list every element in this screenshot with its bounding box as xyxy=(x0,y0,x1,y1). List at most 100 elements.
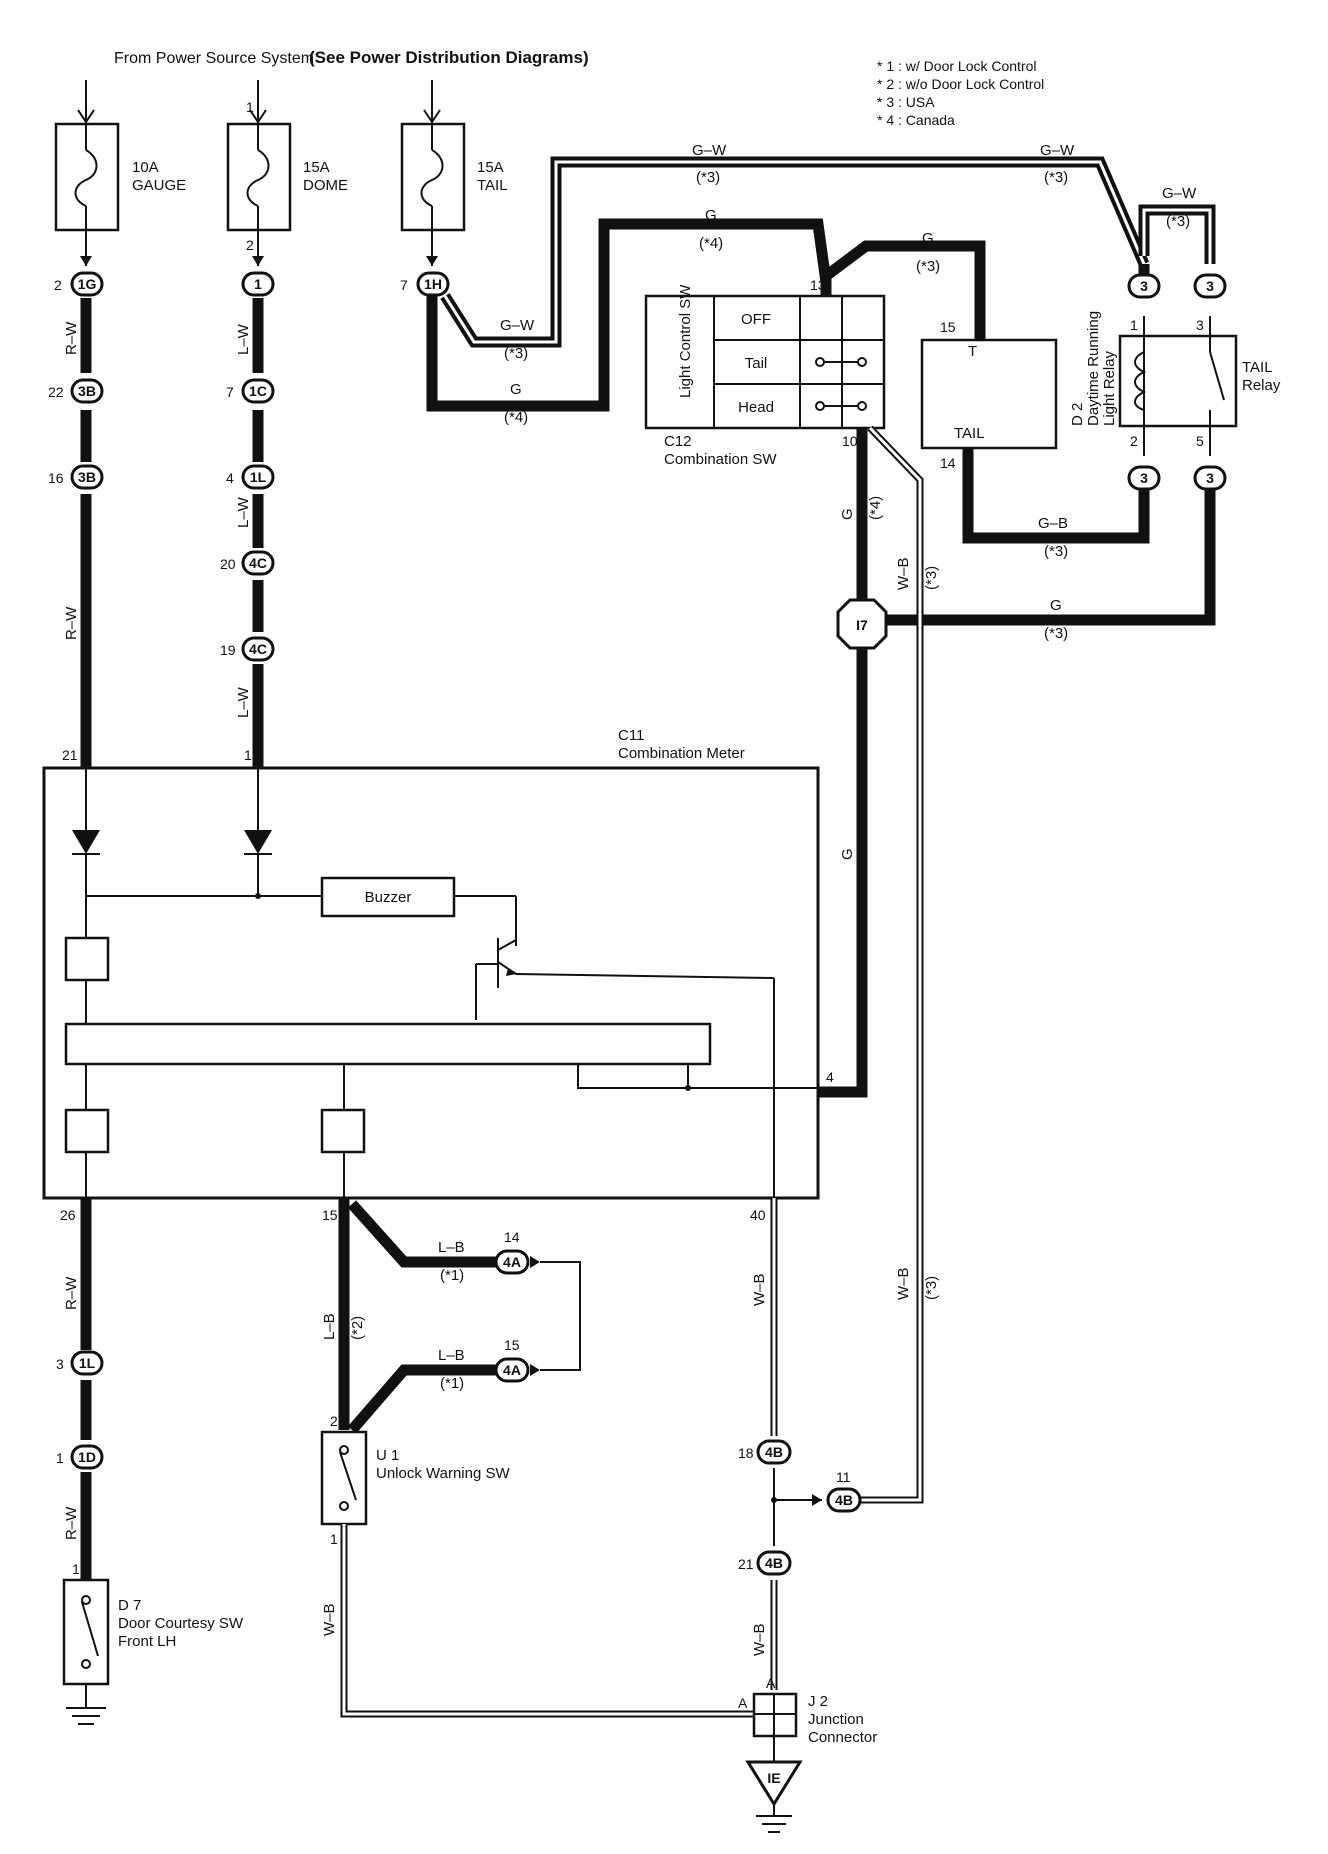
svg-text:3B: 3B xyxy=(78,383,96,399)
svg-text:L–B: L–B xyxy=(438,1347,465,1364)
notes: * 1 : w/ Door Lock Control * 2 : w/o Doo… xyxy=(877,58,1044,128)
svg-text:1: 1 xyxy=(330,1531,338,1547)
svg-text:L–W: L–W xyxy=(235,686,252,718)
svg-text:1: 1 xyxy=(1130,317,1138,333)
svg-text:4A: 4A xyxy=(503,1254,521,1270)
connector-4b-b: 4B 11 xyxy=(826,1469,862,1513)
svg-text:A: A xyxy=(766,1675,776,1691)
svg-text:10: 10 xyxy=(842,433,858,449)
svg-text:(*3): (*3) xyxy=(1166,213,1190,230)
svg-text:1H: 1H xyxy=(424,276,442,292)
svg-text:(*3): (*3) xyxy=(504,345,528,362)
wire-g-to-meter xyxy=(818,648,868,1098)
svg-text:7: 7 xyxy=(400,277,408,293)
svg-text:(*4): (*4) xyxy=(867,496,884,520)
svg-text:(*1): (*1) xyxy=(440,1267,464,1284)
svg-text:5: 5 xyxy=(1196,433,1204,449)
svg-text:G: G xyxy=(705,207,717,224)
svg-text:G: G xyxy=(839,508,856,520)
wire-g-relay-to-i7 xyxy=(884,488,1216,626)
svg-text:4: 4 xyxy=(826,1069,834,1085)
svg-text:D 7: D 7 xyxy=(118,1597,141,1614)
svg-text:Relay: Relay xyxy=(1242,377,1281,394)
svg-text:L–B: L–B xyxy=(321,1313,338,1340)
switch-row-tail: Tail xyxy=(745,355,768,372)
svg-text:W–B: W–B xyxy=(895,1267,912,1300)
connector-4b-a: 4B 18 xyxy=(738,1439,792,1465)
svg-text:4B: 4B xyxy=(765,1555,783,1571)
svg-text:1: 1 xyxy=(56,1450,64,1466)
switch-row-off: OFF xyxy=(741,311,771,328)
svg-text:1L: 1L xyxy=(79,1355,96,1371)
svg-text:11: 11 xyxy=(836,1469,851,1485)
svg-text:Daytime Running: Daytime Running xyxy=(1085,311,1102,426)
svg-text:1D: 1D xyxy=(78,1449,96,1465)
svg-text:(*3): (*3) xyxy=(696,169,720,186)
switch-contact-icon xyxy=(339,1451,357,1501)
svg-text:R–W: R–W xyxy=(63,1506,80,1540)
svg-text:U 1: U 1 xyxy=(376,1447,399,1464)
svg-text:W–B: W–B xyxy=(895,557,912,590)
connector-1l: 1L 4 xyxy=(226,464,275,490)
svg-text:Light Relay: Light Relay xyxy=(1101,350,1118,426)
buzzer xyxy=(320,876,456,918)
svg-text:IE: IE xyxy=(767,1770,780,1786)
svg-text:40: 40 xyxy=(750,1207,766,1223)
note-3: * 3 : USA xyxy=(877,94,935,110)
svg-text:15: 15 xyxy=(940,319,956,335)
fuse-dome: 1 2 15A DOME xyxy=(226,80,348,253)
svg-text:W–B: W–B xyxy=(751,1623,768,1656)
svg-text:Combination SW: Combination SW xyxy=(664,451,777,468)
rw-wire-column: R–W R–W xyxy=(63,230,92,768)
svg-text:(*3): (*3) xyxy=(1044,543,1068,560)
connector-4a-b: 4A 15 xyxy=(494,1337,530,1383)
svg-text:(*1): (*1) xyxy=(440,1375,464,1392)
svg-text:7: 7 xyxy=(226,384,234,400)
svg-text:20: 20 xyxy=(220,556,236,572)
svg-text:Door Courtesy SW: Door Courtesy SW xyxy=(118,1615,244,1632)
combination-meter-c11: C11 Combination Meter 21 1 Buzzer xyxy=(42,727,834,1223)
svg-text:1: 1 xyxy=(254,276,262,292)
svg-text:15A: 15A xyxy=(303,159,330,176)
connector-3-top-left: 3 xyxy=(1127,273,1161,299)
svg-text:W–B: W–B xyxy=(321,1603,338,1636)
svg-text:C11: C11 xyxy=(618,727,644,744)
svg-text:3: 3 xyxy=(56,1356,64,1372)
connector-1c: 1C 7 xyxy=(226,378,275,404)
door-courtesy-switch-d7: 1 D 7 Door Courtesy SW Front LH xyxy=(62,1561,244,1725)
svg-text:T: T xyxy=(968,343,977,360)
svg-text:15: 15 xyxy=(504,1337,520,1353)
svg-text:4B: 4B xyxy=(765,1444,783,1460)
connector-3-top-right: 3 xyxy=(1193,273,1227,299)
switch-row-head: Head xyxy=(738,399,774,416)
connector-3-bottom-right: 3 xyxy=(1193,465,1227,491)
note-4: * 4 : Canada xyxy=(877,112,955,128)
svg-text:G–W: G–W xyxy=(500,317,535,334)
svg-text:2: 2 xyxy=(1130,433,1138,449)
svg-text:G: G xyxy=(1050,597,1062,614)
svg-text:L–W: L–W xyxy=(235,323,252,355)
junction-connector-j2: A A J 2 Junction Connector xyxy=(738,1675,877,1762)
svg-text:G–W: G–W xyxy=(692,142,727,159)
svg-text:G–B: G–B xyxy=(1038,515,1068,532)
svg-text:4C: 4C xyxy=(249,555,267,571)
svg-text:Combination Meter: Combination Meter xyxy=(618,745,745,762)
svg-text:Buzzer: Buzzer xyxy=(365,889,412,906)
fuse-tail: 15A TAIL xyxy=(400,80,508,232)
wire-gb xyxy=(962,448,1150,544)
svg-text:3B: 3B xyxy=(78,469,96,485)
wire-g-to-tail-t xyxy=(820,240,986,340)
connector-4c-b: 4C 19 xyxy=(220,636,275,662)
svg-text:1L: 1L xyxy=(250,469,267,485)
connector-4a-a: 4A 14 xyxy=(494,1229,530,1275)
fuse-element-icon xyxy=(74,149,98,207)
tail-terminal-block: T TAIL 15 14 xyxy=(920,319,1058,471)
svg-text:18: 18 xyxy=(738,1445,754,1461)
connector-4b-c: 4B 21 xyxy=(738,1550,792,1576)
svg-text:D 2: D 2 xyxy=(1069,403,1086,426)
lw-wire-column: L–W L–W L–W xyxy=(235,230,264,768)
unlock-warning-switch-u1: 2 1 U 1 Unlock Warning SW xyxy=(320,1413,510,1547)
svg-text:Front LH: Front LH xyxy=(118,1633,176,1650)
svg-text:(*3): (*3) xyxy=(923,1276,940,1300)
svg-text:G: G xyxy=(839,848,856,860)
